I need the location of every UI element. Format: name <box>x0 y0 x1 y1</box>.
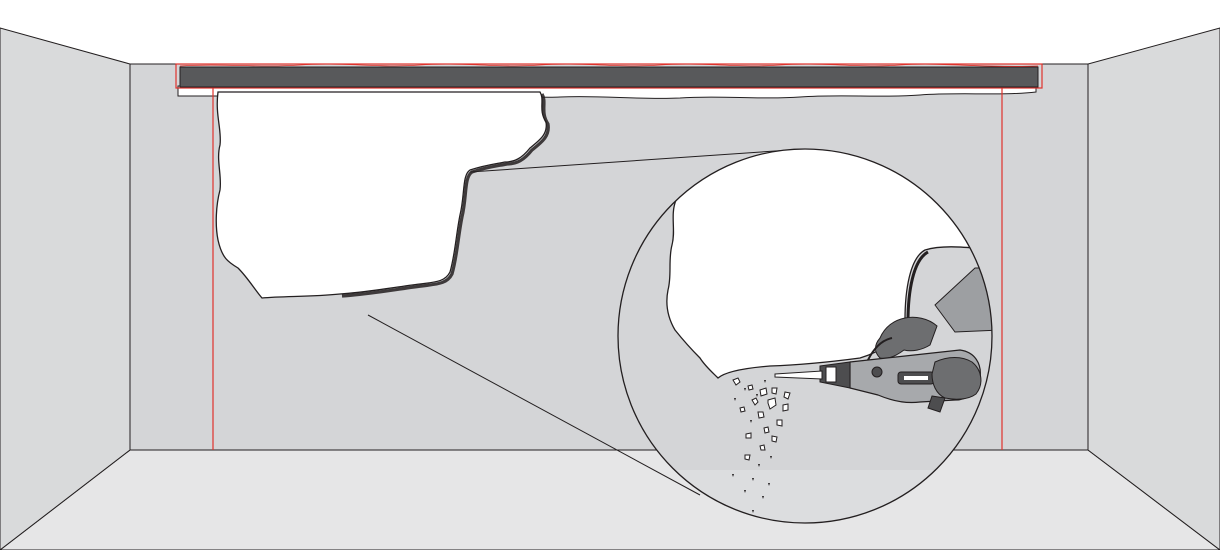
lower-glove <box>931 357 982 400</box>
chisel-bit <box>774 370 823 380</box>
tool-trigger-grip <box>927 395 946 413</box>
tool-hub <box>871 366 883 378</box>
beam-top-wavy-edge <box>179 63 1039 67</box>
falling-dust <box>732 380 772 513</box>
tool-vent-slot <box>904 376 928 380</box>
detail-removed-plaster <box>618 149 992 379</box>
removed-plaster-area <box>215 91 547 299</box>
callout-line-lower <box>367 314 701 496</box>
beam-guide-outline <box>175 63 1043 89</box>
upper-glove <box>875 316 938 359</box>
ceiling-beam <box>179 66 1039 88</box>
falling-debris <box>732 377 791 461</box>
floor <box>0 449 1220 550</box>
callout-line-upper <box>469 149 791 173</box>
tool-top-handle <box>867 337 893 361</box>
tool-collar <box>825 366 837 383</box>
detail-magnifier-ring <box>617 148 993 524</box>
worker-sleeve <box>934 267 992 333</box>
